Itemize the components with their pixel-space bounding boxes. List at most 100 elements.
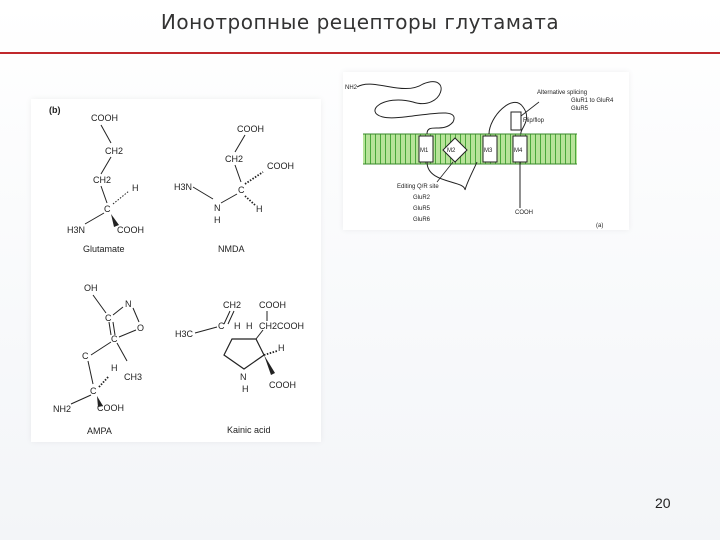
bond [112, 306, 124, 316]
bond [108, 321, 112, 336]
n-terminal-domain [356, 81, 455, 135]
segment-m2 [442, 137, 468, 163]
bond [100, 124, 112, 144]
ampa-oh: OH [84, 283, 98, 293]
bond [255, 329, 264, 340]
bond [116, 342, 128, 362]
hashed-bond [244, 171, 264, 185]
ampa-cooh: COOH [97, 403, 124, 413]
ampa-c3: C [82, 351, 89, 361]
kainic-h3c: H3C [175, 329, 194, 339]
alt-splicing-label: Alternative splicing [537, 90, 587, 96]
editing-label: Editing Q/R site [397, 184, 439, 190]
ampa-c1: C [105, 313, 112, 323]
nmda-h-c: H [256, 204, 263, 214]
kainic-n: N [240, 372, 247, 382]
hashed-bond [112, 190, 130, 205]
nmda-name: NMDA [218, 244, 245, 254]
glur6-label: GluR6 [413, 217, 431, 223]
glur5-label: GluR5 [571, 106, 589, 112]
glur5b-label: GluR5 [413, 206, 431, 212]
ampa-name: AMPA [87, 426, 112, 436]
loop-m1-m2 [426, 161, 478, 191]
bond [227, 310, 235, 325]
wedge-bond [264, 355, 275, 375]
nmda-n: N [214, 203, 221, 213]
kainic-h2: H [246, 321, 253, 331]
nmda-h-n: H [214, 215, 221, 225]
bond [90, 341, 112, 356]
hashed-bond [263, 350, 278, 356]
topology-svg: NH2 M1 M2 M3 M4 COOH Flip/flop Alternati… [345, 81, 614, 229]
m2-label: M2 [447, 148, 456, 154]
glutamate-name: Glutamate [83, 244, 125, 254]
title-divider [0, 52, 720, 54]
nmda-cooh-right: COOH [267, 161, 294, 171]
kainic-h-right: H [278, 343, 285, 353]
glur2-label: GluR2 [413, 195, 431, 201]
bond [192, 186, 214, 200]
kainic-cooh-top: COOH [259, 300, 286, 310]
structures-svg: (b) COOH CH2 CH2 C H H3N COOH Glutamate … [49, 105, 304, 436]
glutamate-structure: COOH CH2 CH2 C H H3N COOH Glutamate [67, 113, 144, 254]
kainic-ch2cooh: CH2COOH [259, 321, 304, 331]
glur-range-label: GluR1 to GluR4 [571, 98, 614, 104]
ampa-nh2: NH2 [53, 404, 71, 414]
loop-m3-m4 [488, 101, 528, 135]
bond [132, 307, 140, 323]
splicing-arrow [520, 101, 540, 117]
kainic-c: C [218, 321, 225, 331]
kainic-ch2-top: CH2 [223, 300, 241, 310]
ampa-c4: C [90, 386, 97, 396]
kainic-h1: H [234, 321, 241, 331]
bond [100, 185, 108, 204]
ampa-structure: OH C N O C CH3 C C H NH2 COOH AMPA [53, 283, 144, 436]
ampa-n: N [125, 299, 132, 309]
bond [87, 360, 94, 385]
bond [220, 193, 238, 204]
bond [84, 212, 105, 225]
ampa-h: H [111, 363, 118, 373]
wedge-bond [97, 396, 103, 407]
nmda-c: C [238, 185, 245, 195]
segment-m1 [418, 135, 434, 163]
bond [92, 294, 107, 314]
chemical-structures-figure: (b) COOH CH2 CH2 C H H3N COOH Glutamate … [31, 99, 321, 442]
bond [234, 134, 246, 153]
nh2-label: NH2 [345, 85, 358, 91]
receptor-topology-figure: NH2 M1 M2 M3 M4 COOH Flip/flop Alternati… [343, 72, 629, 230]
ampa-ch3: CH3 [124, 372, 142, 382]
nmda-cooh-top: COOH [237, 124, 264, 134]
page-number: 20 [655, 495, 671, 511]
glu-h: H [132, 183, 139, 193]
hashed-bond [98, 375, 110, 388]
glu-cooh: COOH [117, 225, 144, 235]
glu-ch2-b: CH2 [93, 175, 111, 185]
m3-label: M3 [484, 148, 493, 154]
bond [194, 326, 218, 334]
nmda-ch2: CH2 [225, 154, 243, 164]
glu-c: C [104, 204, 111, 214]
flip-flop-label: Flip/flop [523, 118, 545, 124]
m1-label: M1 [420, 148, 429, 154]
glu-ch2-a: CH2 [105, 146, 123, 156]
editing-arrow [436, 161, 454, 183]
membrane-bilayer [363, 134, 577, 164]
cooh-label: COOH [515, 210, 533, 216]
m4-label: M4 [514, 148, 523, 154]
bond [118, 329, 137, 338]
figure-b-label: (b) [49, 105, 61, 115]
nmda-h3n: H3N [174, 182, 192, 192]
kainic-cooh: COOH [269, 380, 296, 390]
bond [223, 310, 231, 325]
segment-m3 [482, 135, 498, 163]
pyrrolidine-ring [223, 338, 265, 370]
kainic-h-n: H [242, 384, 249, 394]
kainic-name: Kainic acid [227, 425, 271, 435]
hashed-bond [244, 195, 256, 206]
bond [234, 164, 242, 183]
ampa-c2: C [111, 334, 118, 344]
flip-flop-box [510, 111, 522, 131]
wedge-bond [111, 214, 119, 227]
nmda-structure: COOH CH2 COOH H3N C N H H NMDA [174, 124, 294, 254]
